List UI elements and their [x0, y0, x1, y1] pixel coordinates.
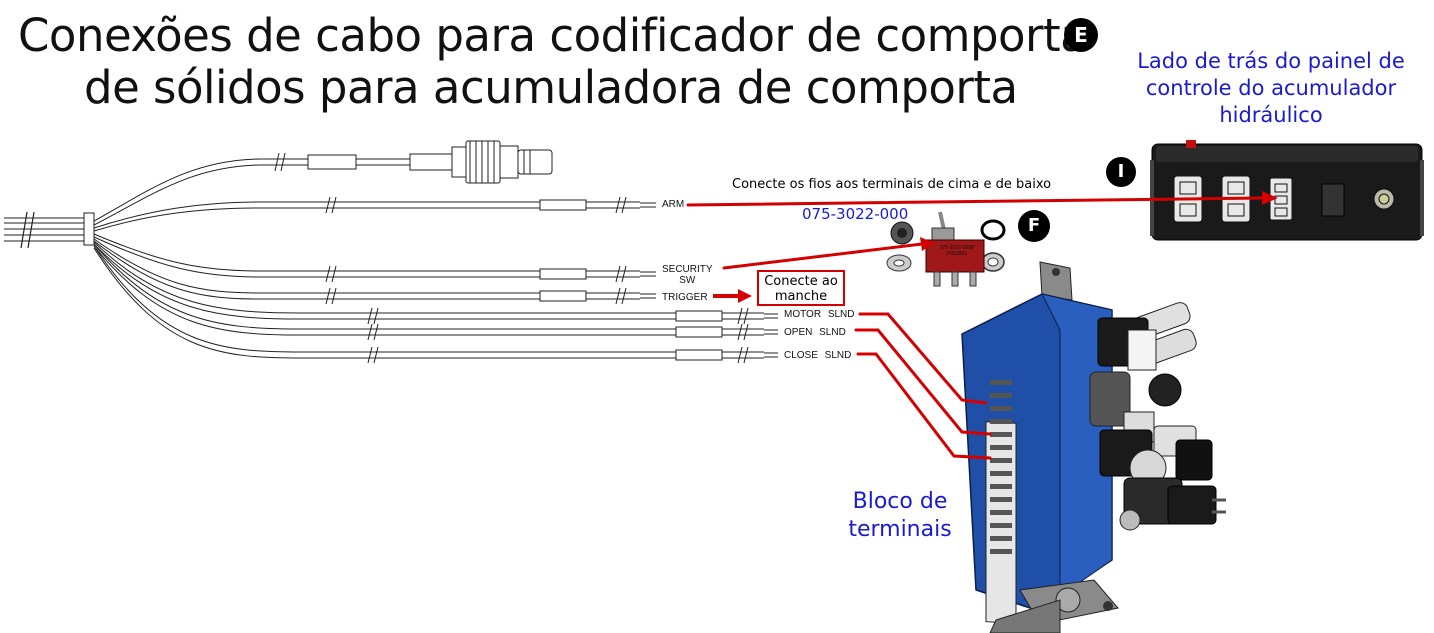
- circular-connector: [451, 140, 553, 184]
- toggle-switch: [886, 211, 1006, 287]
- wire-details: [539, 199, 778, 361]
- terminal-block-label: Bloco de terminais: [848, 489, 952, 542]
- panel-label: Lado de trás do painel de controle do ac…: [1137, 49, 1405, 127]
- trigger-instruction-line-1: Conecte ao: [764, 274, 838, 289]
- motor-connection-line: [858, 312, 988, 405]
- arm-connection-line: [686, 196, 1264, 207]
- wire-label-security: SECURITY SW: [662, 264, 713, 286]
- trigger-instruction-box: Conecte ao manche: [757, 270, 845, 306]
- trigger-arrowhead: [738, 289, 752, 303]
- break-marks: [325, 196, 749, 364]
- wire-label-trigger: TRIGGER: [662, 292, 708, 303]
- step-badge-f: F: [1018, 210, 1050, 242]
- switch-body-text-1: 075-3022-000B: [939, 245, 975, 251]
- security-connection-line: [722, 242, 924, 270]
- step-badge-e: E: [1064, 18, 1098, 52]
- wire-label-security-line-2: SW: [679, 275, 696, 286]
- open-connection-line: [854, 328, 992, 436]
- security-arrowhead: [920, 237, 934, 251]
- wire-label-arm: ARM: [662, 199, 685, 210]
- title-line-1: Conexões de cabo para codificador de com…: [18, 9, 1088, 62]
- wire-label-security-line-1: SECURITY: [662, 264, 713, 275]
- close-connection-line: [856, 352, 992, 460]
- red-connection-lines: [686, 196, 1264, 460]
- switch-body-text: 075-3022-000B P022851: [931, 245, 983, 257]
- arm-instruction: Conecte os fios aos terminais de cima e …: [732, 177, 1052, 192]
- hydraulic-panel: [1150, 140, 1424, 241]
- cable-harness: [4, 152, 676, 359]
- arm-arrowhead: [1262, 191, 1278, 205]
- valve-block: [961, 261, 1226, 633]
- trigger-instruction-line-2: manche: [774, 289, 828, 304]
- switch-part-number: 075-3022-000: [802, 205, 909, 223]
- wire-label-motor: MOTOR SLND: [784, 309, 855, 320]
- step-badge-i: I: [1106, 157, 1136, 187]
- wire-label-close: CLOSE SLND: [784, 350, 852, 361]
- switch-body-text-2: P022851: [946, 251, 968, 257]
- title-line-2: de sólidos para acumuladora de comporta: [84, 61, 1018, 114]
- wire-label-open: OPEN SLND: [784, 327, 846, 338]
